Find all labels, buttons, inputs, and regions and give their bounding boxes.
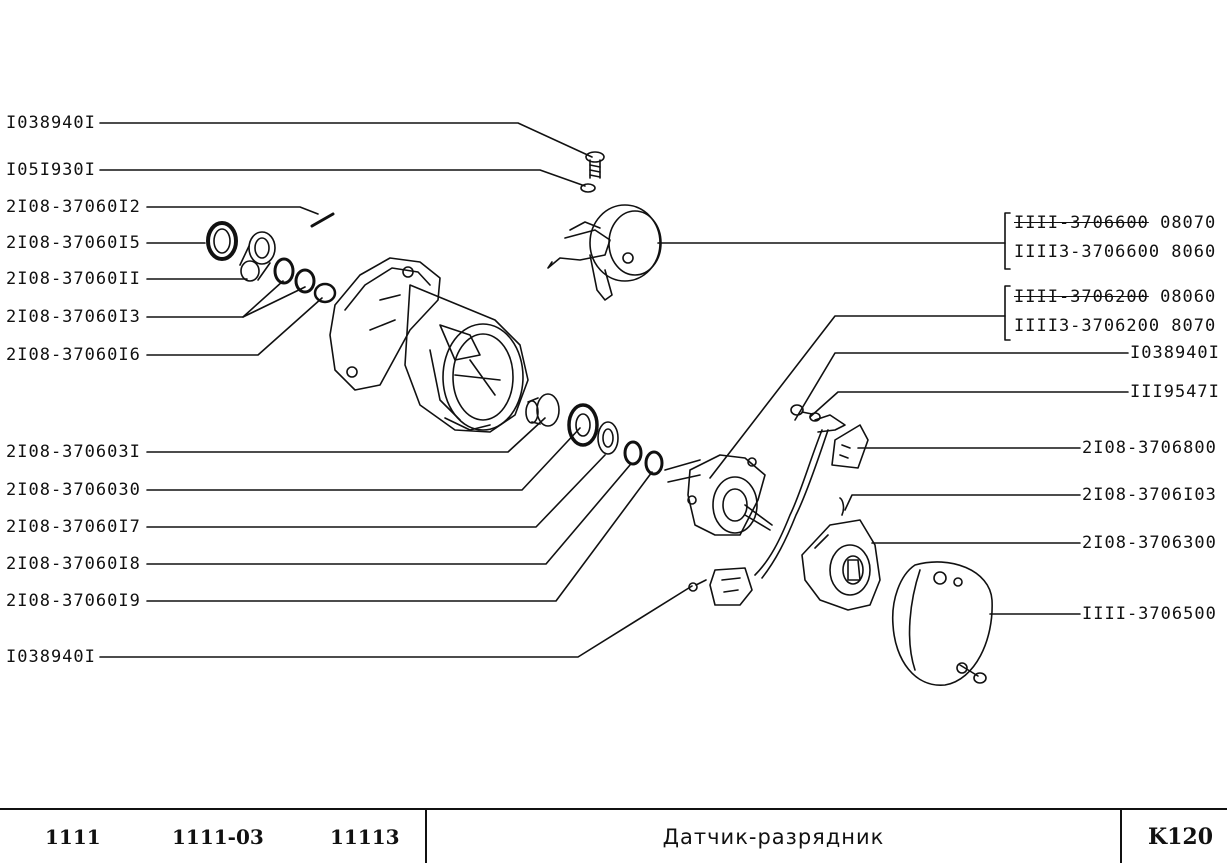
label-part-2108-3706800: 2I08-3706800 <box>1082 438 1217 458</box>
label-part-i038940i-top: I038940I <box>6 113 96 133</box>
label-part-2108-3706011: 2I08-37060II <box>6 269 141 289</box>
sleeve <box>525 393 560 427</box>
label-part-2108-3706019: 2I08-37060I9 <box>6 591 141 611</box>
footer-divider-left <box>425 810 427 863</box>
label-part-1111-3706600-suffix: 08070 <box>1160 213 1217 233</box>
gear-washer <box>567 403 599 447</box>
label-part-1111-3706600: IIII-3706600 08070 <box>1014 213 1216 233</box>
distributor-housing <box>329 257 529 433</box>
model-code-1: 1111 <box>45 824 101 849</box>
label-part-2108-3706015: 2I08-37060I5 <box>6 233 141 253</box>
screw-mid <box>790 404 821 422</box>
cover-cap <box>891 561 993 686</box>
label-part-1111-3706200-number: IIII-3706200 <box>1014 287 1149 307</box>
screw-top <box>580 151 605 193</box>
label-part-i05i930i: I05I930I <box>6 160 96 180</box>
label-part-2108-3706013: 2I08-37060I3 <box>6 307 141 327</box>
label-part-1111-3706500: IIII-3706500 <box>1082 604 1217 624</box>
washer-4 <box>644 450 664 476</box>
washer-1 <box>273 257 295 285</box>
shaft-rotor-assembly <box>664 454 773 536</box>
title-block: 1111 1111-03 11113 Датчик-разрядник K120 <box>0 808 1227 863</box>
label-part-1111-3706600-number: IIII-3706600 <box>1014 213 1149 233</box>
seal-ring <box>206 221 238 261</box>
footer-divider-right <box>1120 810 1122 863</box>
label-part-2108-3706300: 2I08-3706300 <box>1082 533 1217 553</box>
label-part-2108-3706103: 2I08-3706I03 <box>1082 485 1217 505</box>
vacuum-corrector <box>547 204 662 301</box>
label-part-2108-3706018: 2I08-37060I8 <box>6 554 141 574</box>
bushing <box>239 231 276 282</box>
leader-lines-right <box>657 212 1129 615</box>
model-code-2: 1111-03 <box>172 824 264 849</box>
model-code-3: 11113 <box>330 824 400 849</box>
label-part-11113-3706200: IIII3-3706200 8070 <box>1014 316 1217 336</box>
label-part-i038940i-right: I038940I <box>1130 343 1220 363</box>
screw-low <box>688 579 707 592</box>
label-part-ii19547i: III9547I <box>1130 382 1220 402</box>
hall-sensor-plate <box>801 497 881 611</box>
spacer <box>597 421 619 455</box>
label-part-11113-3706600: IIII3-3706600 8060 <box>1014 242 1217 262</box>
label-part-i038940i-bottom: I038940I <box>6 647 96 667</box>
sensor-cable <box>709 414 869 606</box>
label-part-2108-3706017: 2I08-37060I7 <box>6 517 141 537</box>
label-part-2108-3706031: 2I08-370603I <box>6 442 141 462</box>
label-part-1111-3706200-suffix: 08060 <box>1160 287 1217 307</box>
washer-3 <box>623 440 643 466</box>
label-part-1111-3706200: IIII-3706200 08060 <box>1014 287 1216 307</box>
pin <box>310 212 335 228</box>
label-part-2108-3706016: 2I08-37060I6 <box>6 345 141 365</box>
page-number: K120 <box>1148 823 1214 850</box>
washer-2 <box>294 268 316 294</box>
label-part-2108-3706012: 2I08-37060I2 <box>6 197 141 217</box>
exploded-parts-diagram <box>99 122 1129 686</box>
lock-washer <box>313 282 337 304</box>
label-part-2108-3706030: 2I08-3706030 <box>6 480 141 500</box>
leader-lines-left <box>99 122 693 658</box>
page-title: Датчик-разрядник <box>662 824 885 849</box>
